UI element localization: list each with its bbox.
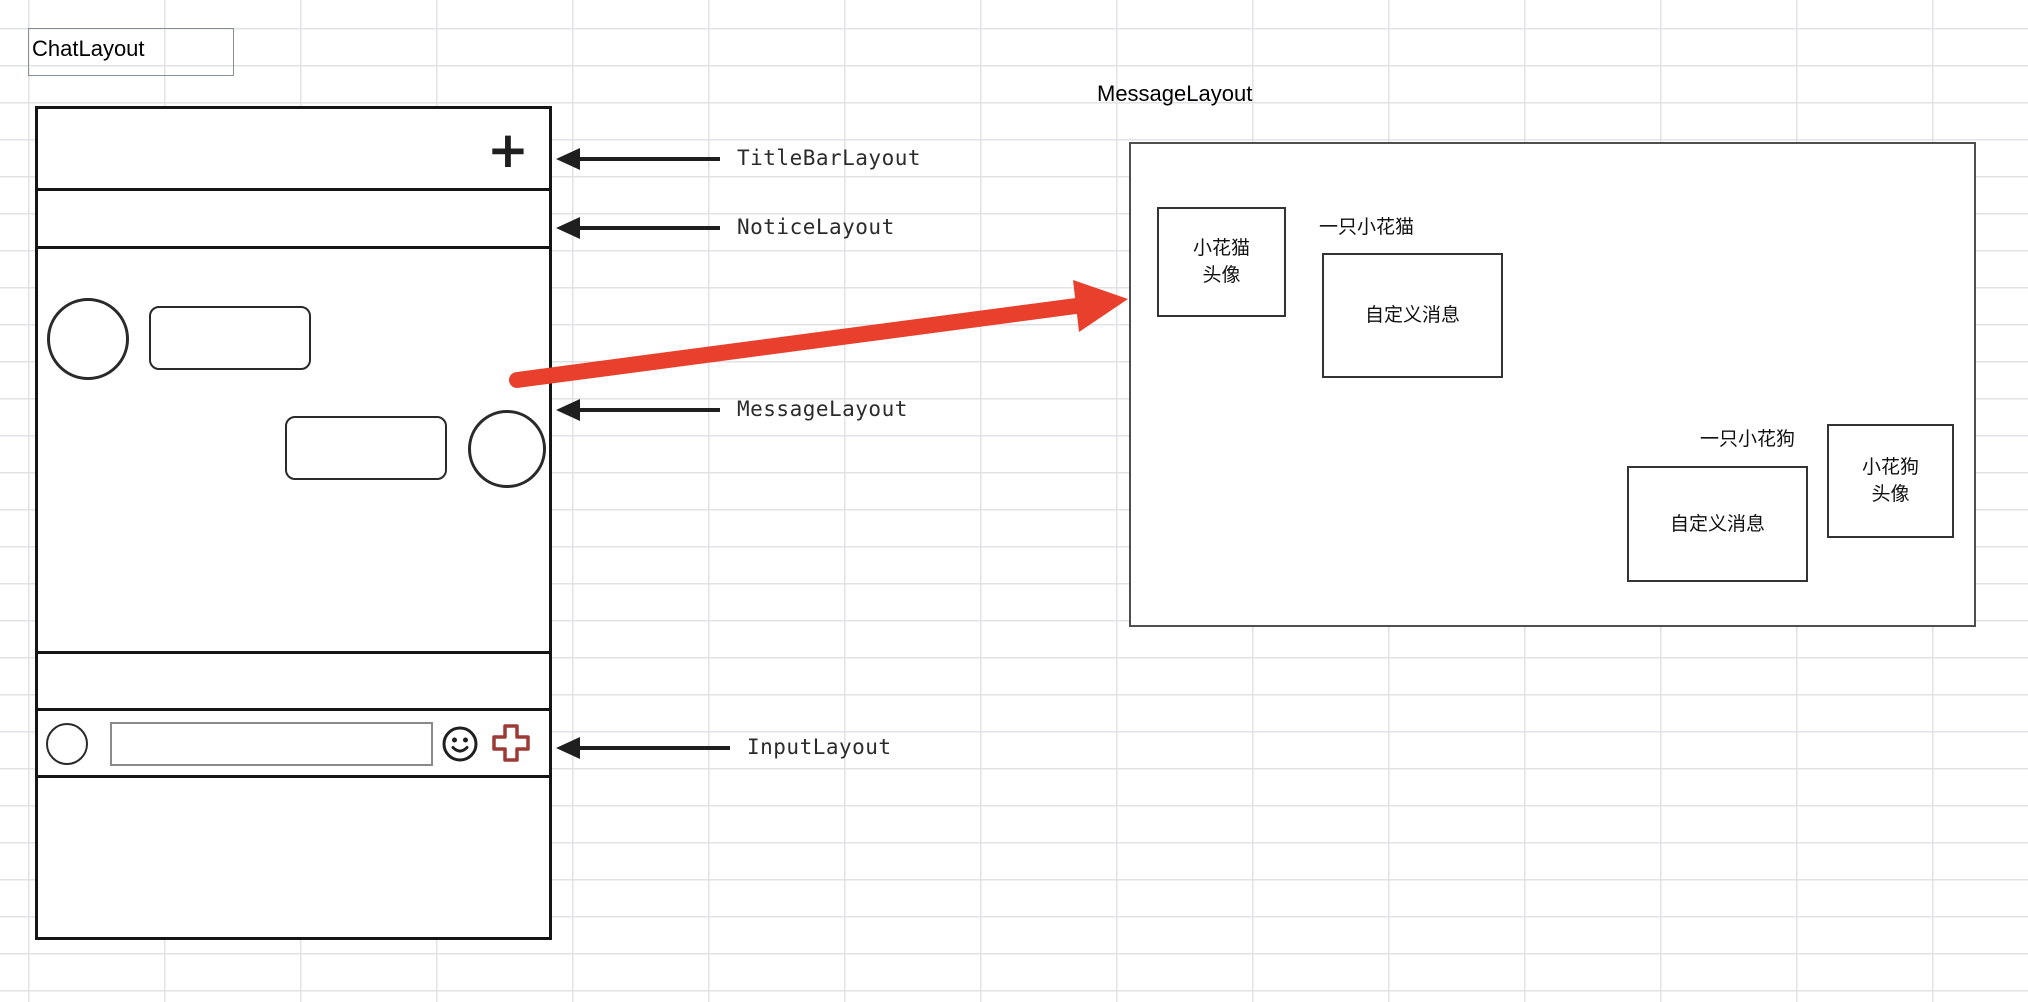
titlebar-divider	[38, 188, 549, 191]
chat-wireframe: +	[35, 106, 552, 940]
left-avatar-circle	[47, 298, 129, 380]
message-arrowhead	[556, 399, 580, 421]
notice-arrowhead	[556, 217, 580, 239]
chat-layout-cell	[28, 28, 234, 76]
cat-avatar-box: 小花猫 头像	[1157, 207, 1286, 317]
input-arrowhead	[556, 737, 580, 759]
message-arrow-line	[580, 408, 720, 412]
dog-message-box: 自定义消息	[1627, 466, 1808, 582]
input-top-divider	[38, 708, 549, 711]
message-area-divider	[38, 651, 549, 654]
dog-avatar-line1: 小花狗	[1861, 457, 1919, 478]
dog-avatar-line2: 头像	[1871, 484, 1910, 505]
titlebar-arrowhead	[556, 148, 580, 170]
right-message-bubble	[285, 416, 447, 480]
input-arrow-line	[580, 746, 730, 750]
notice-divider	[38, 246, 549, 249]
message-layout-panel: 小花猫 头像 一只小花猫 自定义消息 一只小花狗 自定义消息 小花狗 头像	[1129, 142, 1976, 627]
cat-name-label: 一只小花猫	[1319, 217, 1415, 238]
smiley-face-icon[interactable]	[440, 724, 480, 764]
left-message-bubble	[149, 306, 311, 370]
notice-callout-label: NoticeLayout	[737, 215, 895, 239]
red-cross-icon[interactable]	[488, 720, 534, 766]
dog-message-text: 自定义消息	[1669, 513, 1765, 535]
message-layout-panel-title: MessageLayout	[1097, 81, 1253, 106]
chat-layout-label: ChatLayout	[32, 36, 145, 61]
message-callout-label: MessageLayout	[737, 397, 908, 421]
notice-arrow-line	[580, 226, 720, 230]
voice-button-circle[interactable]	[46, 723, 88, 765]
input-callout-label: InputLayout	[747, 735, 892, 759]
dog-name-label: 一只小花狗	[1700, 429, 1796, 450]
plus-icon[interactable]: +	[487, 121, 529, 179]
right-avatar-circle	[468, 410, 546, 488]
cat-avatar-line1: 小花猫	[1192, 238, 1250, 259]
input-bottom-divider	[38, 775, 549, 778]
dog-avatar-box: 小花狗 头像	[1827, 424, 1954, 538]
cat-message-text: 自定义消息	[1364, 305, 1460, 326]
cat-message-box: 自定义消息	[1322, 253, 1503, 378]
titlebar-callout-label: TitleBarLayout	[737, 146, 922, 170]
text-input-field[interactable]	[110, 722, 433, 766]
titlebar-arrow-line	[580, 157, 720, 161]
cat-avatar-line2: 头像	[1202, 265, 1241, 286]
